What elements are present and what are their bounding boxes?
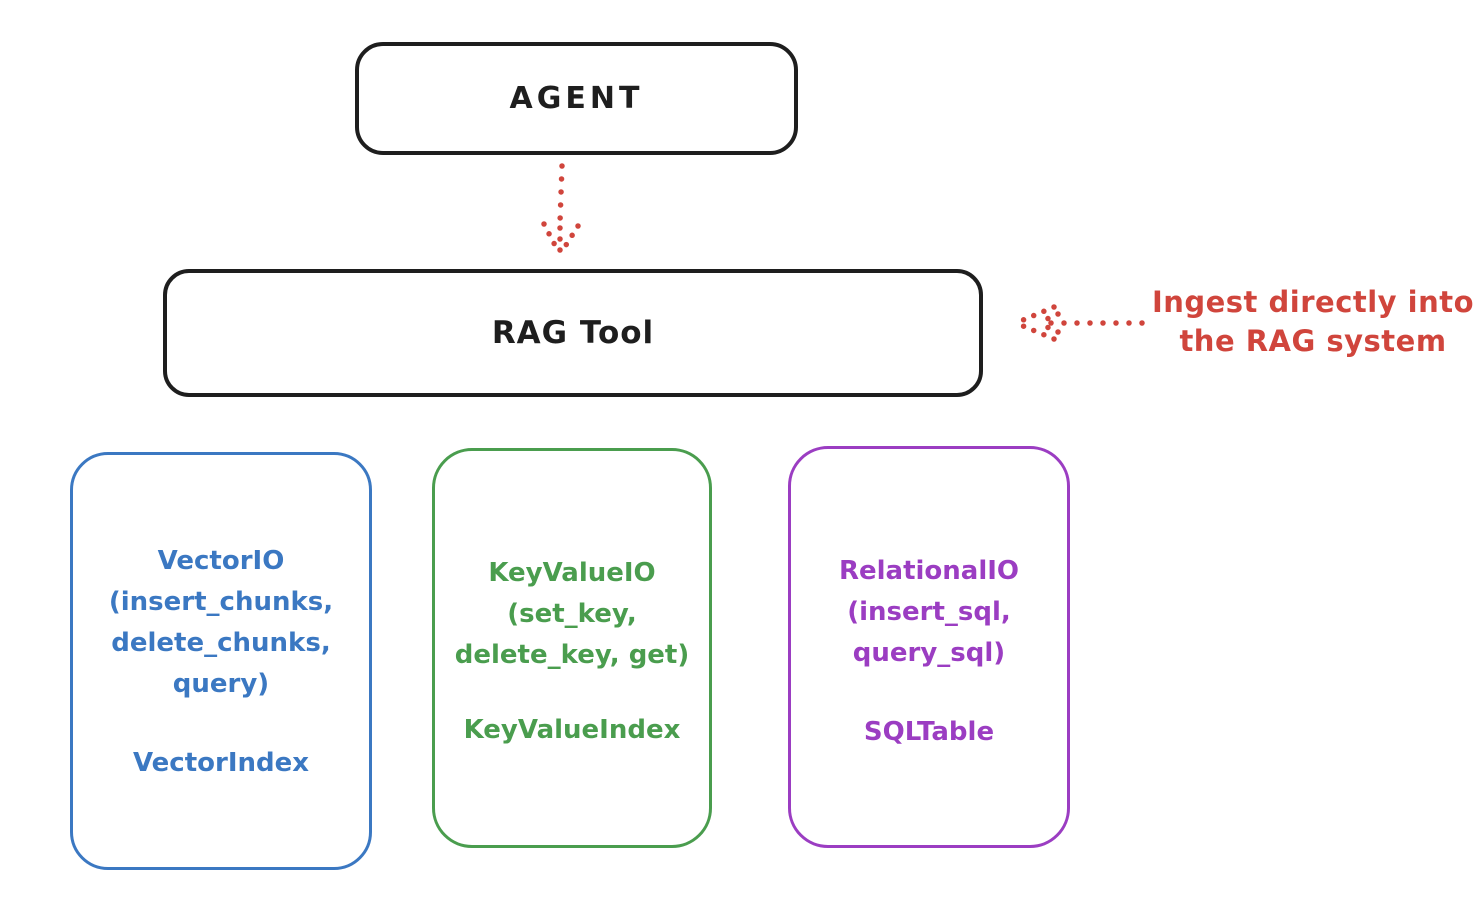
vector-io-method-line: query) <box>172 669 270 699</box>
vector-io-title: VectorIO <box>157 546 285 576</box>
ingest-annotation: Ingest directly into the RAG system <box>1130 283 1484 361</box>
vector-index-label: VectorIndex <box>132 748 310 778</box>
keyvalue-io-method-line: delete_key, get) <box>454 640 690 670</box>
relational-io-box: RelationalIO (insert_sql, query_sql) SQL… <box>788 446 1070 848</box>
relational-io-method-line: query_sql) <box>852 638 1006 668</box>
agent-to-rag-arrow-icon <box>541 163 581 262</box>
rag-tool-label: RAG Tool <box>491 315 655 351</box>
relational-io-method-line: (insert_sql, <box>847 597 1011 627</box>
agent-box: AGENT <box>355 42 798 155</box>
keyvalue-io-box: KeyValueIO (set_key, delete_key, get) Ke… <box>432 448 712 848</box>
rag-tool-box: RAG Tool <box>163 269 983 397</box>
ingest-annotation-line1: Ingest directly into <box>1151 285 1475 319</box>
sql-table-label: SQLTable <box>863 717 995 747</box>
vector-io-method-line: (insert_chunks, <box>108 587 334 617</box>
ingest-arrow-icon <box>1013 304 1145 342</box>
ingest-annotation-line2: the RAG system <box>1179 324 1447 358</box>
keyvalue-index-label: KeyValueIndex <box>463 715 681 745</box>
keyvalue-io-title: KeyValueIO <box>488 558 656 588</box>
vector-io-method-line: delete_chunks, <box>111 628 331 658</box>
relational-io-title: RelationalIO <box>838 556 1020 586</box>
agent-label: AGENT <box>509 81 644 116</box>
vector-io-box: VectorIO (insert_chunks, delete_chunks, … <box>70 452 372 870</box>
keyvalue-io-method-line: (set_key, <box>507 599 637 629</box>
